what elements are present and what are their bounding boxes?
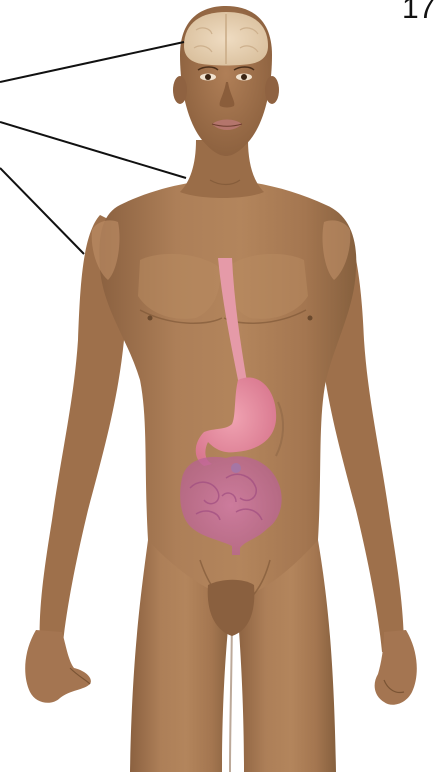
leader-line-brain [0, 42, 184, 82]
leader-line-shoulder [0, 168, 84, 254]
leader-line-neck [0, 122, 186, 178]
corner-label: 17 [402, 0, 435, 24]
brain [184, 12, 268, 66]
